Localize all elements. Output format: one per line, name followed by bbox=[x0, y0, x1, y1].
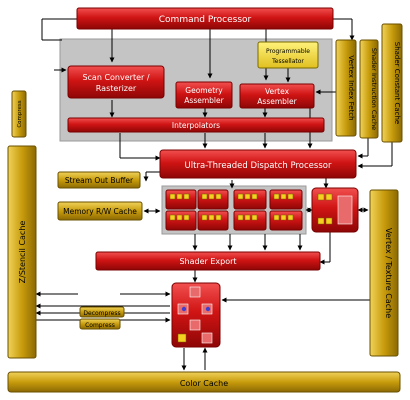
vertex-assembler-block: Vertex Assembler bbox=[239, 83, 315, 109]
dispatch-processor-block: Ultra-Threaded Dispatch Processor bbox=[159, 149, 357, 179]
color-cache-label: Color Cache bbox=[180, 379, 228, 388]
scan-converter-line2: Rasterizer bbox=[96, 84, 137, 93]
dispatch-processor-label: Ultra-Threaded Dispatch Processor bbox=[185, 161, 332, 171]
scan-converter-line1: Scan Converter / bbox=[82, 73, 149, 82]
vertex-texture-cache-block: Vertex / Texture Cache bbox=[369, 189, 399, 357]
geometry-assembler-line2: Assembler bbox=[184, 96, 224, 105]
decompress-label: Decompress bbox=[83, 310, 120, 317]
render-backend-chip bbox=[171, 282, 221, 348]
shader-instruction-cache-label: Shader Instruction Cache bbox=[370, 48, 378, 130]
texture-unit-chip bbox=[311, 187, 359, 233]
programmable-tessellator-block: Programmable Tessellator bbox=[257, 41, 319, 69]
z-stencil-cache-label: Z/Stencil Cache bbox=[18, 221, 27, 284]
geometry-assembler-line1: Geometry bbox=[185, 86, 223, 95]
geometry-assembler-block: Geometry Assembler bbox=[175, 81, 233, 109]
compress-top-label: Compress bbox=[17, 100, 23, 127]
vertex-assembler-line2: Assembler bbox=[257, 97, 297, 106]
memory-rw-cache-label: Memory R/W Cache bbox=[63, 207, 137, 216]
memory-rw-cache-block: Memory R/W Cache bbox=[57, 201, 143, 221]
shader-constant-cache-block: Shader Constant Cache bbox=[381, 23, 403, 143]
vertex-assembler-line1: Vertex bbox=[265, 87, 290, 96]
shader-export-label: Shader Export bbox=[179, 257, 236, 266]
vertex-index-fetch-label: Vertex Index Fetch bbox=[347, 55, 355, 120]
command-processor-block: Command Processor bbox=[76, 7, 334, 30]
stream-out-buffer-block: Stream Out Buffer bbox=[57, 171, 141, 189]
interpolators-label: Interpolators bbox=[172, 121, 220, 130]
vertex-texture-cache-label: Vertex / Texture Cache bbox=[384, 228, 393, 318]
simd-array-right bbox=[233, 189, 303, 231]
simd-array-left bbox=[165, 189, 229, 231]
stream-out-buffer-label: Stream Out Buffer bbox=[65, 176, 134, 185]
tessellator-line1: Programmable bbox=[266, 48, 310, 55]
decompress-block: Decompress bbox=[79, 306, 125, 318]
compress-bottom-label: Compress bbox=[85, 322, 115, 329]
shader-instruction-cache-block: Shader Instruction Cache bbox=[359, 39, 379, 139]
tessellator-line2: Tessellator bbox=[271, 58, 304, 65]
color-cache-block: Color Cache bbox=[7, 371, 401, 393]
compress-top-block: Compress bbox=[11, 90, 27, 138]
shader-constant-cache-label: Shader Constant Cache bbox=[393, 42, 401, 125]
vertex-index-fetch-block: Vertex Index Fetch bbox=[335, 39, 357, 137]
command-processor-label: Command Processor bbox=[159, 15, 252, 25]
shader-export-block: Shader Export bbox=[95, 251, 321, 271]
scan-converter-block: Scan Converter / Rasterizer bbox=[67, 65, 165, 99]
interpolators-block: Interpolators bbox=[67, 117, 325, 133]
z-stencil-cache-block: Z/Stencil Cache bbox=[7, 145, 37, 359]
compress-bottom-block: Compress bbox=[79, 318, 121, 330]
